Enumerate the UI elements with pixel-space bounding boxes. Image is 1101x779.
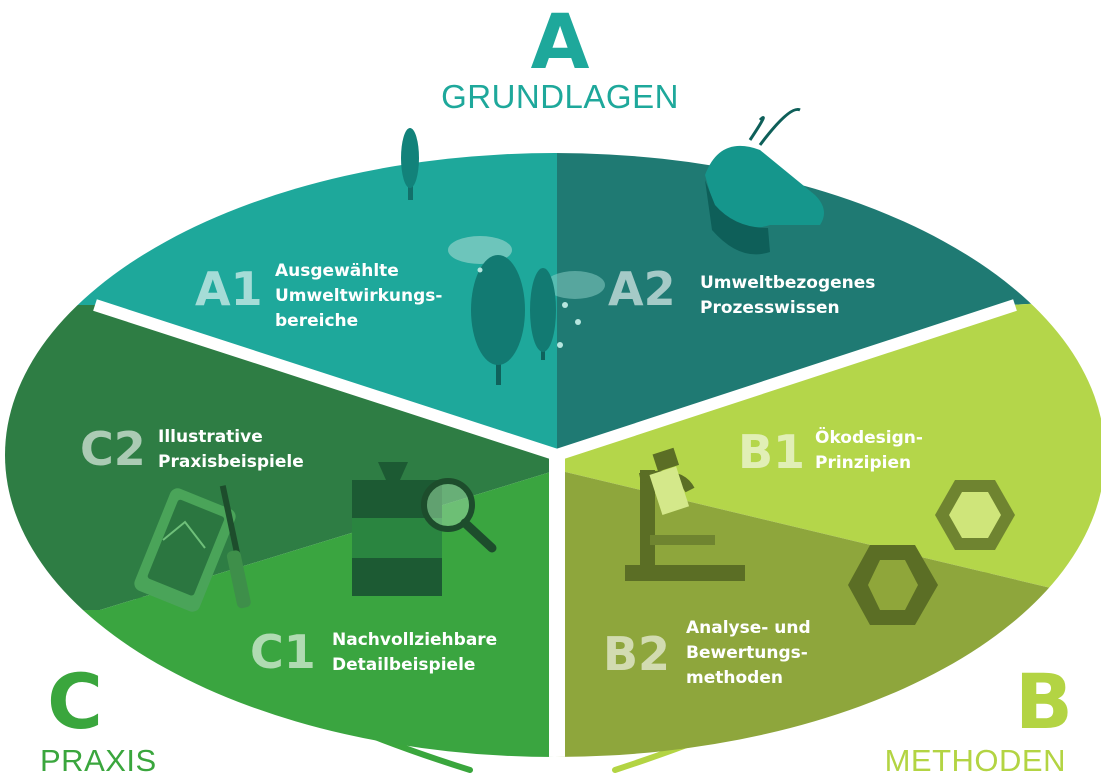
section-b-title: METHODEN bbox=[885, 743, 1066, 778]
segment-a2-text: Umweltbezogenes Prozesswissen bbox=[700, 273, 881, 318]
segment-a1-text: Ausgewählte Umweltwirkungs- bereiche bbox=[275, 261, 448, 331]
segment-b1-code: B1 bbox=[738, 425, 805, 479]
segment-b1-text: Ökodesign- Prinzipien bbox=[815, 426, 929, 473]
section-a-letter: A bbox=[531, 0, 590, 86]
segment-a1-code: A1 bbox=[195, 262, 263, 316]
phone-illustration bbox=[134, 485, 251, 612]
shoe-illustration bbox=[705, 107, 824, 255]
segment-c2-shape bbox=[5, 305, 557, 610]
segment-c2-code: C2 bbox=[80, 422, 146, 476]
hexagons-illustration bbox=[848, 480, 1015, 625]
segment-c1-code: C1 bbox=[250, 625, 316, 679]
section-c-title: PRAXIS bbox=[40, 743, 157, 778]
segment-b2-text: Analyse- und Bewertungs- methoden bbox=[686, 618, 817, 688]
segment-b2-code: B2 bbox=[603, 627, 670, 681]
segment-c2-text: Illustrative Praxisbeispiele bbox=[158, 427, 304, 472]
microscope-illustration bbox=[625, 447, 745, 581]
section-a-title: GRUNDLAGEN bbox=[441, 78, 679, 115]
stack-illustration bbox=[352, 462, 497, 596]
section-c-letter: C bbox=[47, 657, 103, 746]
trees-illustration bbox=[401, 128, 605, 385]
section-b-letter: B bbox=[1015, 657, 1073, 746]
segment-c1-text: Nachvollziehbare Detailbeispiele bbox=[332, 630, 503, 675]
segment-a2-code: A2 bbox=[608, 262, 676, 316]
